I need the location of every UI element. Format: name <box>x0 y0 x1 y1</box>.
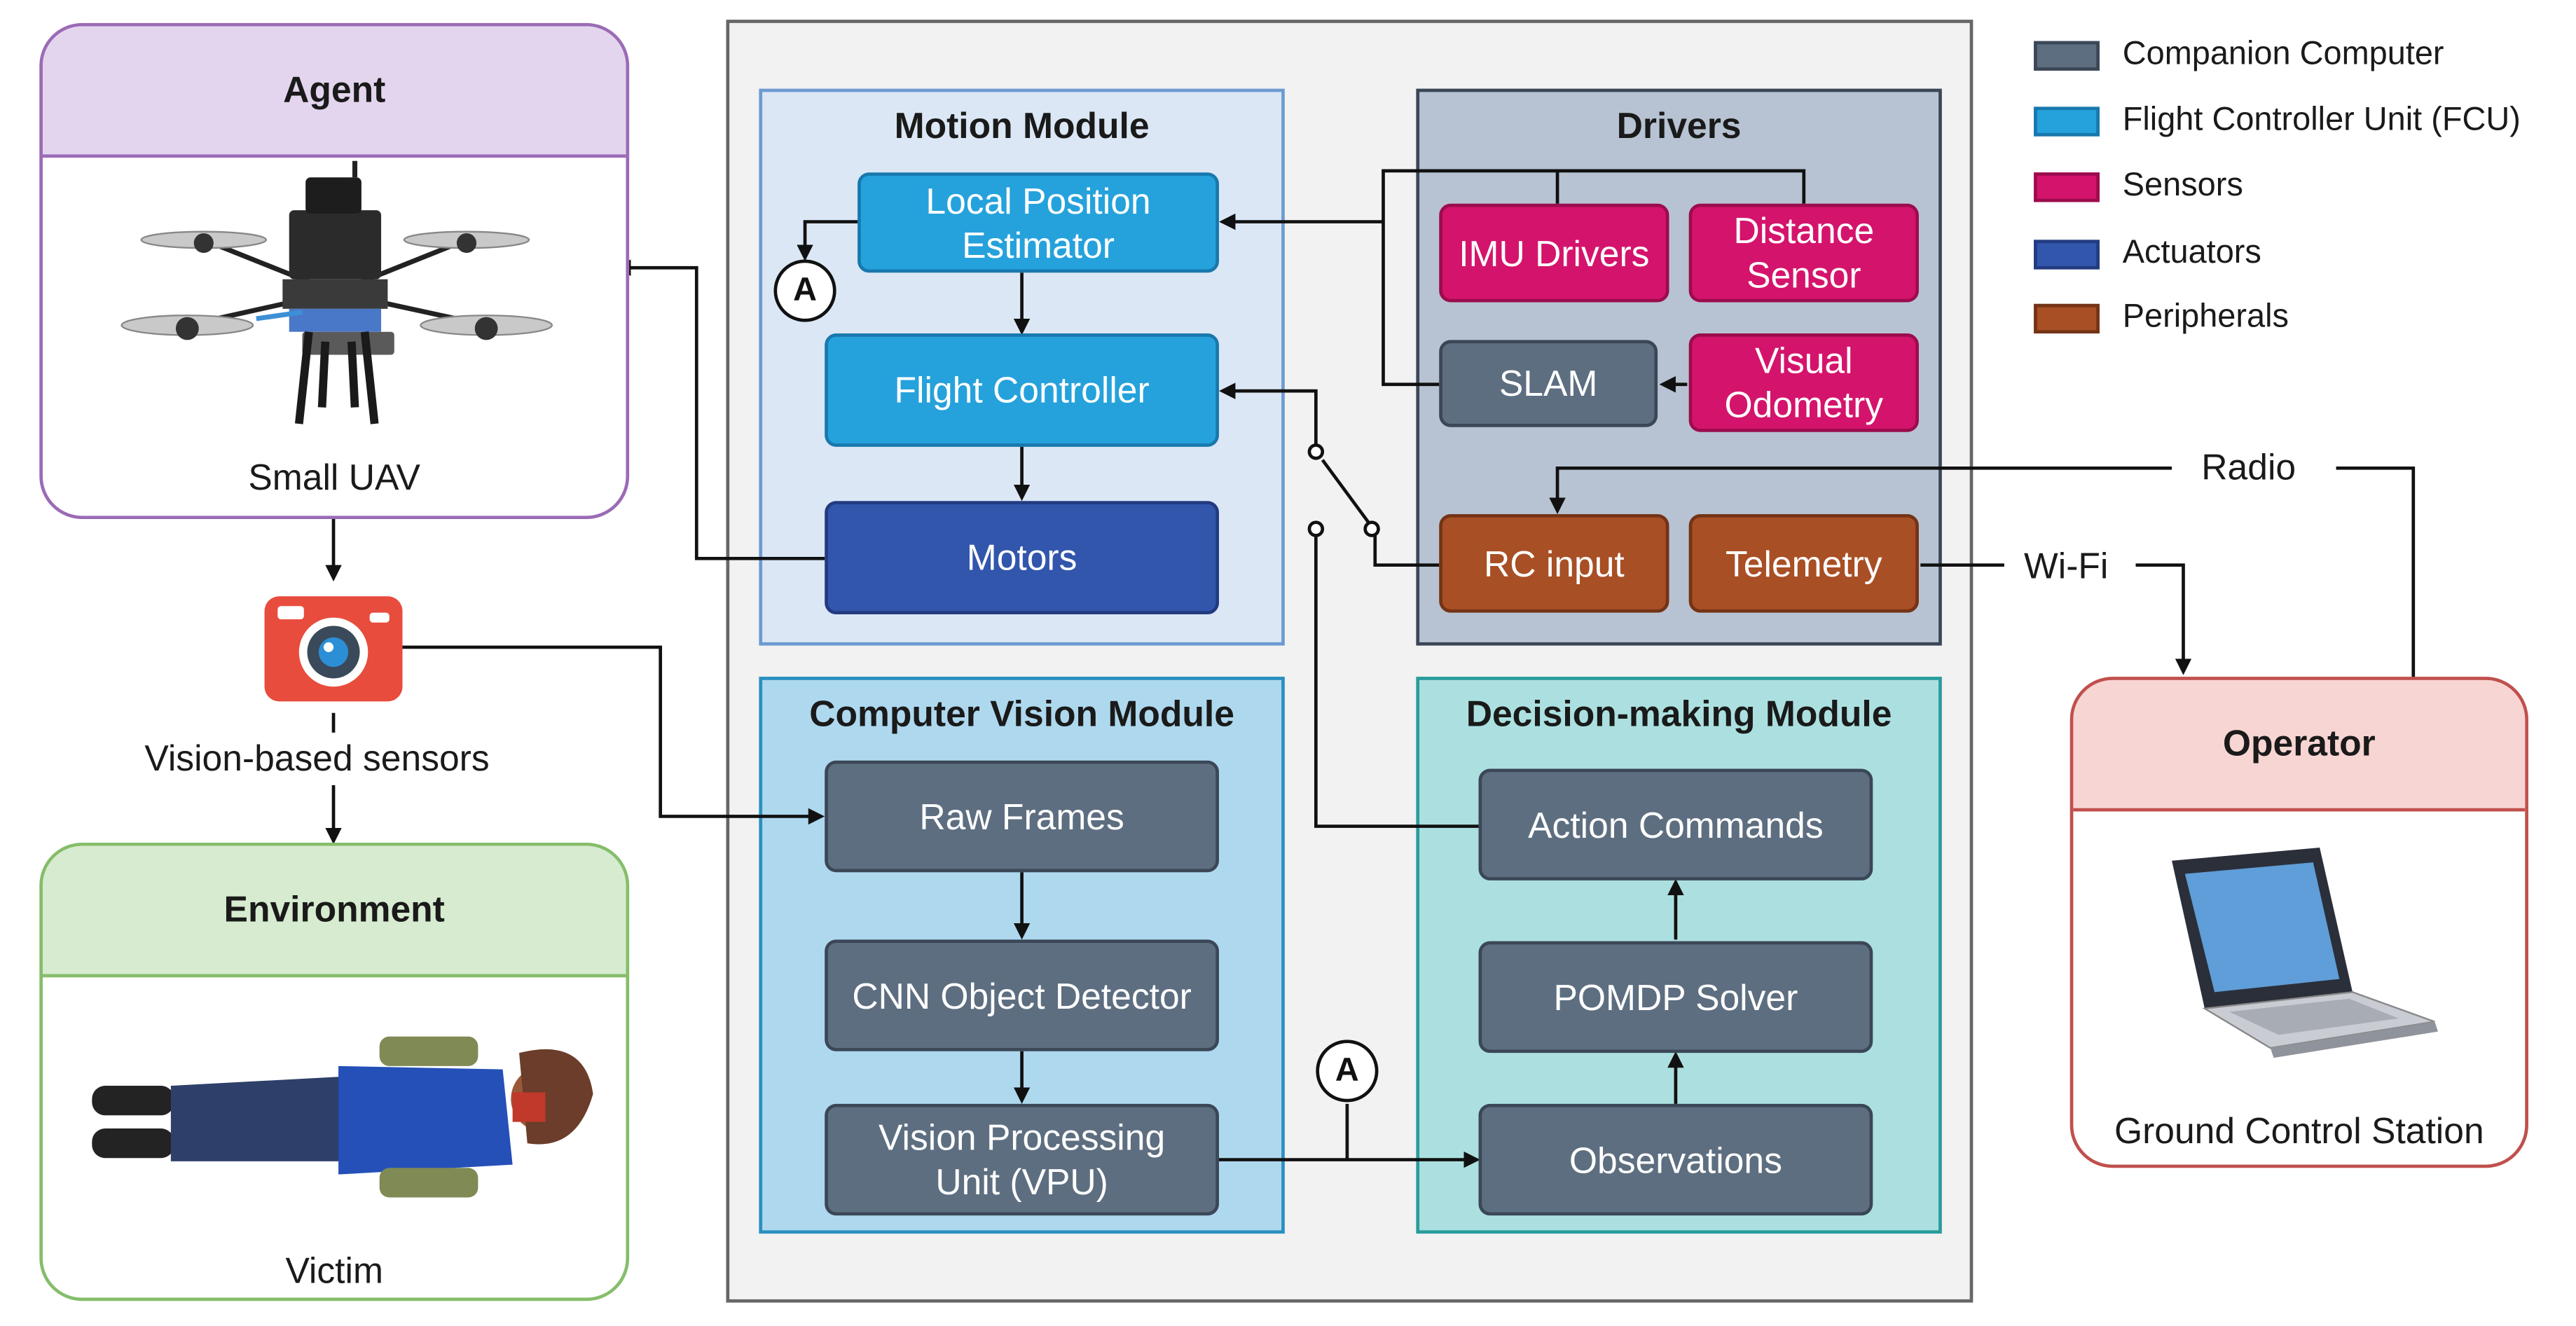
operator-title: Operator <box>2073 679 2526 812</box>
legend-swatch <box>2034 172 2100 202</box>
legend-swatch <box>2034 106 2100 136</box>
legend-label: Sensors <box>2122 167 2243 204</box>
imu-drivers: IMU Drivers <box>1439 203 1669 303</box>
environment-panel: Environment Victim <box>39 842 630 1301</box>
local-position-estimator: Local Position Estimator <box>857 172 1219 273</box>
cnn-object-detector: CNN Object Detector <box>825 939 1219 1051</box>
legend-label: Actuators <box>2122 235 2261 271</box>
rc-input: RC input <box>1439 513 1669 613</box>
victim-image <box>92 1036 593 1198</box>
observations: Observations <box>1478 1103 1873 1216</box>
legend-swatch <box>2034 239 2100 269</box>
vision-sensors-label: Vision-based sensors <box>144 737 490 779</box>
legend-item: Flight Controller Unit (FCU) <box>2034 102 2521 139</box>
motors: Motors <box>825 501 1219 615</box>
camera-icon <box>264 593 403 705</box>
agent-caption: Small UAV <box>248 456 420 498</box>
legend-item: Sensors <box>2034 167 2243 205</box>
action-commands: Action Commands <box>1478 768 1873 880</box>
legend-label: Companion Computer <box>2122 36 2444 73</box>
drone-image <box>120 160 553 424</box>
radio-label: Radio <box>2201 446 2296 488</box>
legend-item: Peripherals <box>2034 299 2289 337</box>
raw-frames: Raw Frames <box>825 760 1219 873</box>
motion-module-title: Motion Module <box>894 105 1150 146</box>
wifi-label: Wi-Fi <box>2024 545 2109 587</box>
laptop-image <box>2172 848 2438 1058</box>
connector-a-bottom: A <box>1316 1040 1379 1103</box>
connector-a-top: A <box>773 259 836 322</box>
legend-label: Flight Controller Unit (FCU) <box>2122 102 2521 138</box>
flight-controller: Flight Controller <box>825 333 1219 447</box>
visual-odometry: Visual Odometry <box>1688 333 1919 432</box>
legend-item: Companion Computer <box>2034 36 2444 74</box>
cv-module-title: Computer Vision Module <box>809 693 1234 735</box>
telemetry: Telemetry <box>1688 513 1919 613</box>
environment-title: Environment <box>42 845 626 978</box>
environment-caption: Victim <box>285 1250 383 1292</box>
legend-swatch <box>2034 303 2100 333</box>
agent-panel: Agent <box>39 22 630 520</box>
drivers-module-title: Drivers <box>1616 105 1742 146</box>
legend-swatch <box>2034 40 2100 70</box>
vision-processing-unit: Vision Processing Unit (VPU) <box>825 1103 1219 1216</box>
slam: SLAM <box>1439 340 1658 427</box>
legend-item: Actuators <box>2034 235 2261 272</box>
operator-caption: Ground Control Station <box>2114 1110 2484 1152</box>
pomdp-solver: POMDP Solver <box>1478 941 1873 1054</box>
legend-label: Peripherals <box>2122 298 2289 336</box>
distance-sensor: Distance Sensor <box>1688 203 1919 303</box>
agent-title: Agent <box>42 26 626 158</box>
decision-module-title: Decision-making Module <box>1466 693 1892 735</box>
operator-panel: Operator Ground Control Station <box>2069 677 2528 1168</box>
